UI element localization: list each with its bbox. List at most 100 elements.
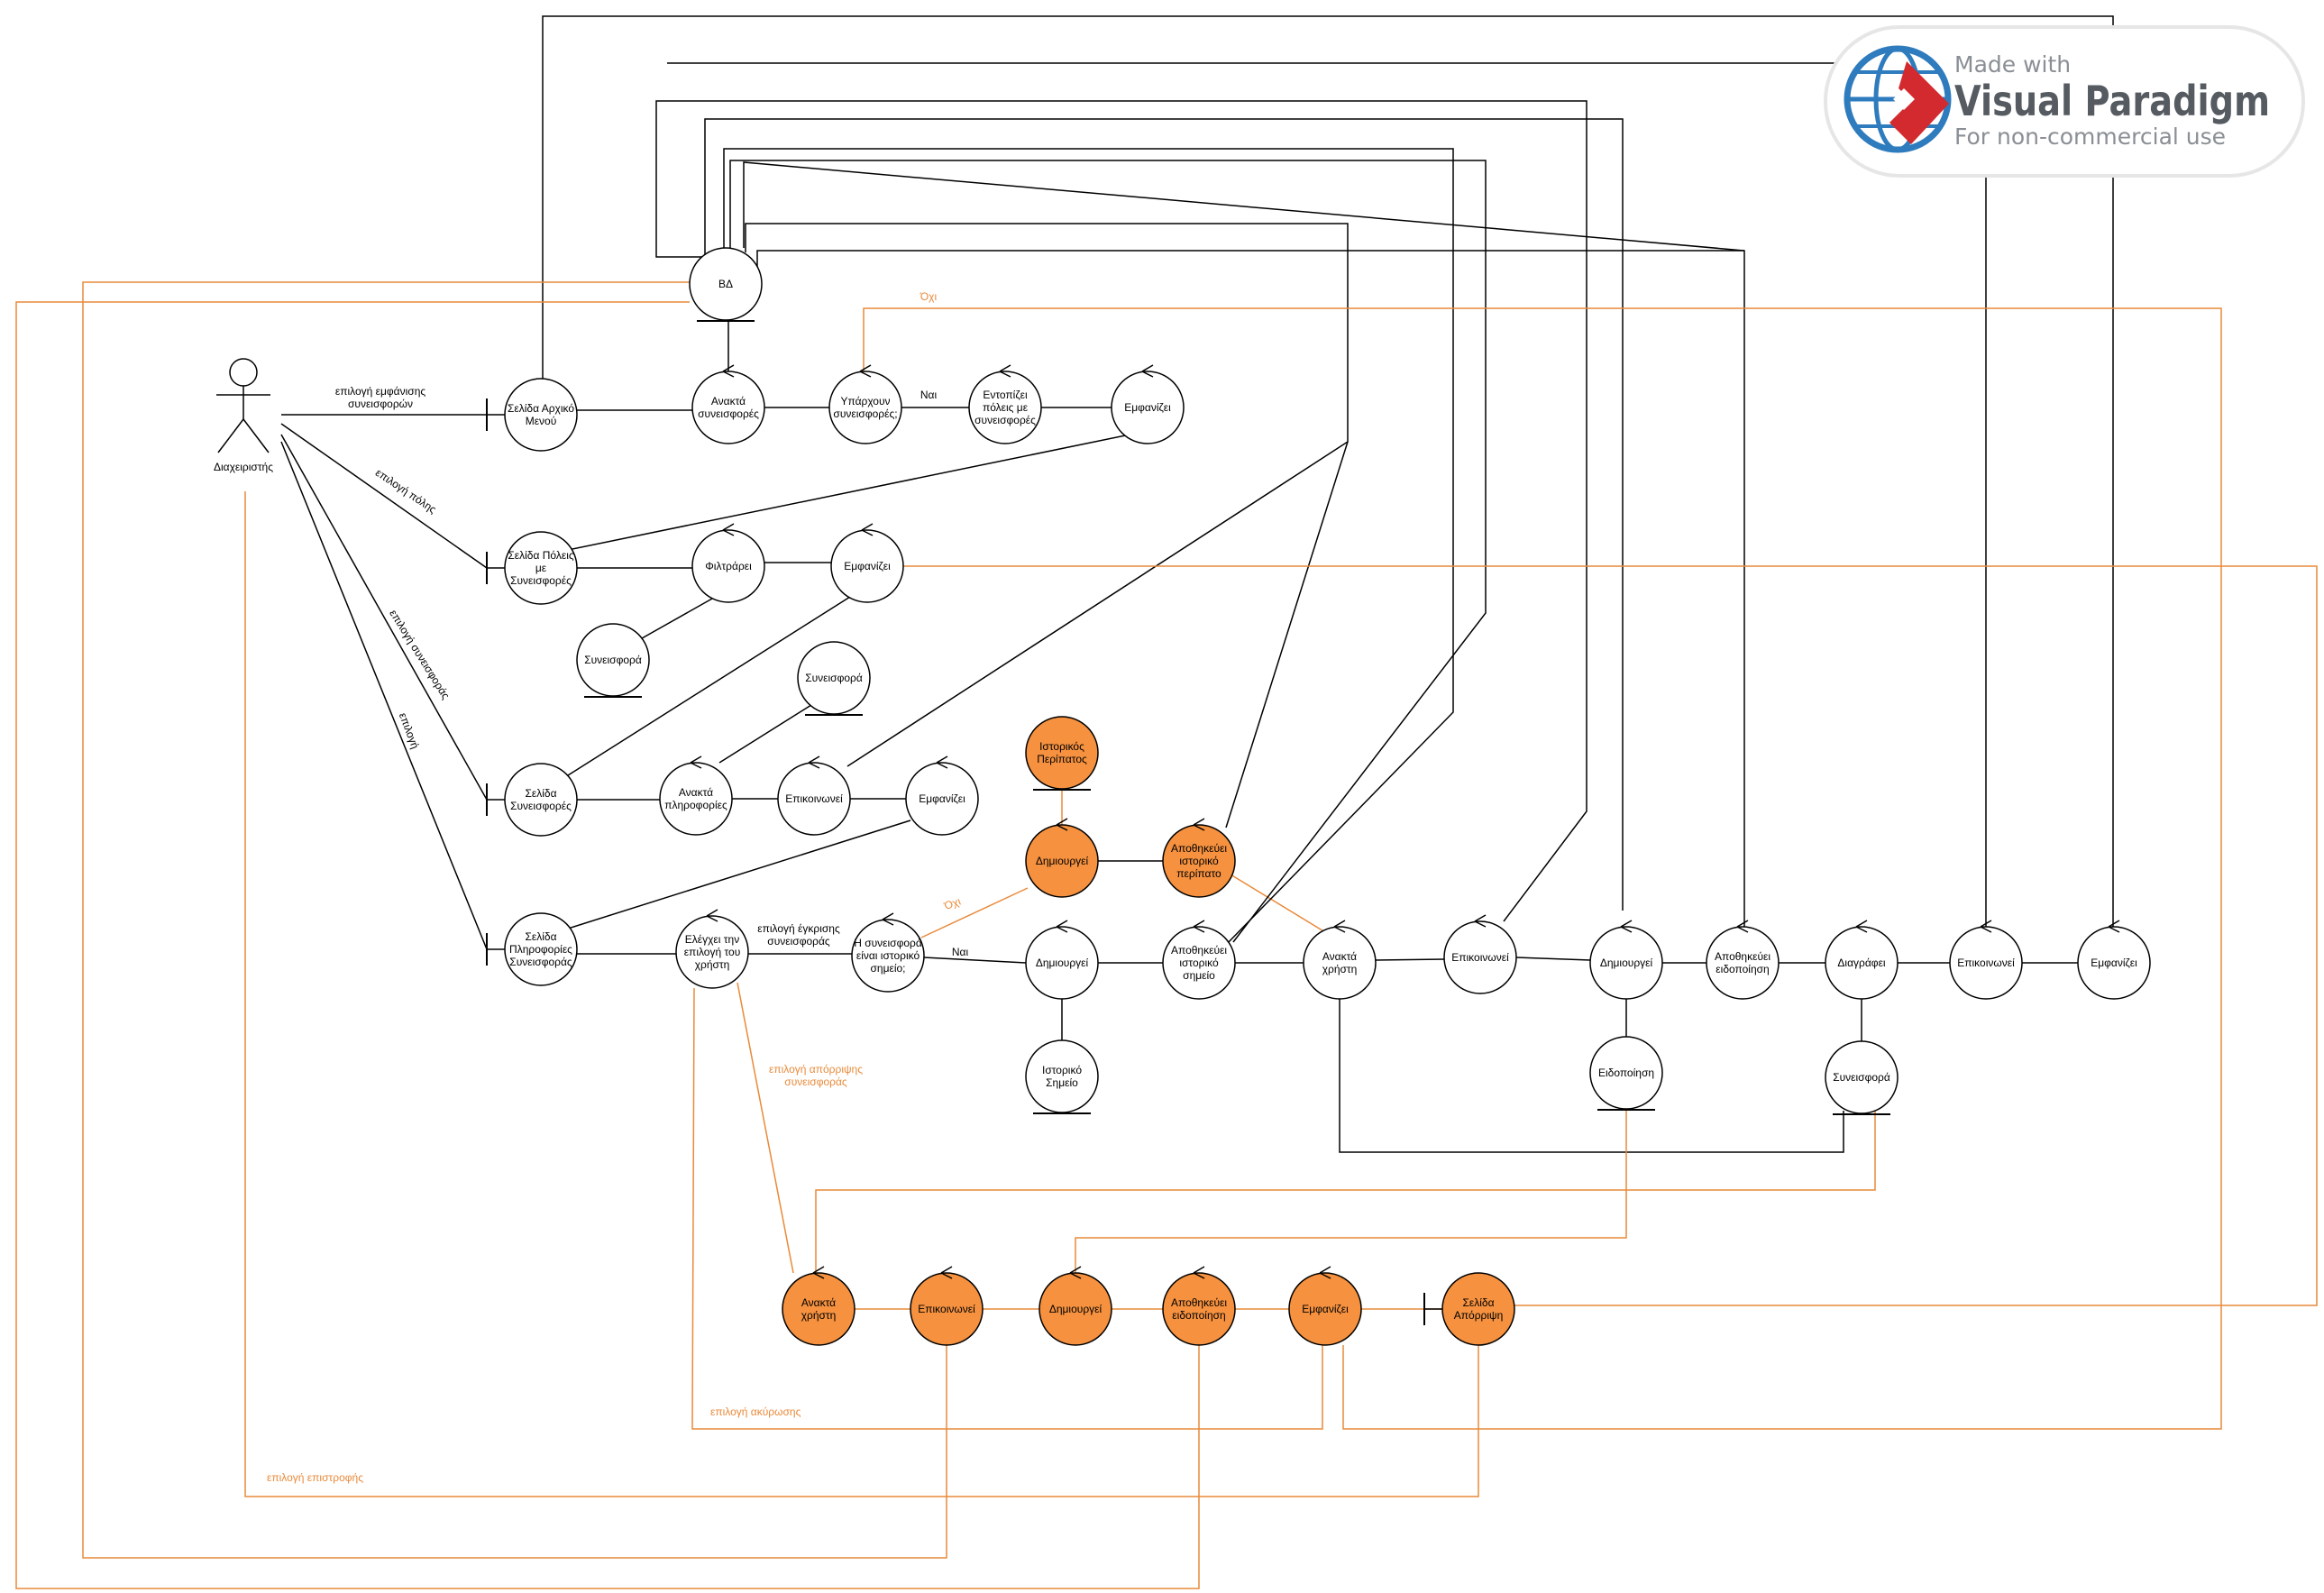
db-entity[interactable]: ΒΔ (689, 247, 763, 322)
contribution-entity-3-entity[interactable]: Συνεισφορά (1825, 1040, 1899, 1115)
connector-line (82, 281, 947, 1559)
store-point-label: Αποθηκεύει (1171, 944, 1227, 957)
display2-to-contrib-page (567, 585, 868, 776)
info-page-label: Σελίδα (525, 930, 556, 943)
connector-line (15, 301, 1200, 1589)
display-2-control[interactable]: Εμφανίζει (830, 523, 904, 603)
connector-line (923, 957, 1027, 964)
actor-administrator[interactable] (216, 358, 270, 453)
actor-label: Διαχειριστής (214, 461, 273, 473)
contrib-page-label: Συνεισφορές (510, 800, 572, 812)
check-choice-label: χρήστη (695, 958, 730, 971)
contribution-entity-1-entity[interactable]: Συνεισφορά (576, 623, 650, 698)
label-show-contributions-2: συνεισφορών (348, 398, 413, 410)
communicate-2-label: Επικοινωνεί (1451, 951, 1509, 964)
history-walk-label: Περίπατος (1037, 753, 1087, 765)
locate-cities-label: Εντοπίζει (983, 389, 1028, 401)
connector-line (1515, 957, 1591, 961)
connector-line (244, 491, 1479, 1497)
connector-line (1339, 999, 1844, 1153)
create-point-control[interactable]: Δημιουργεί (1025, 920, 1099, 1000)
store-walk-label: Αποθηκεύει (1171, 842, 1227, 855)
label-reject-2: συνεισφοράς (784, 1076, 847, 1088)
diagram-edges (15, 15, 2318, 1589)
retrieve-info-label: πληροφορίες (664, 799, 727, 811)
create-walk-control[interactable]: Δημιουργεί (1025, 818, 1099, 898)
display-1-control[interactable]: Εμφανίζει (1111, 364, 1185, 444)
communicate-2-control[interactable]: Επικοινωνεί (1443, 914, 1517, 994)
is-historic-label: σημείο; (870, 962, 905, 975)
communicate-3-control[interactable]: Επικοινωνεί (1949, 920, 2023, 1000)
history-walk-label: Ιστορικός (1039, 740, 1084, 753)
create-notif-2-control[interactable]: Δημιουργεί (1038, 1266, 1112, 1346)
notification-entity[interactable]: Ειδοποίηση (1589, 1036, 1663, 1111)
display-2-label: Εμφανίζει (844, 560, 891, 572)
communicate-1-control[interactable]: Επικοινωνεί (777, 755, 851, 836)
display3-to-info-page (567, 819, 911, 929)
label-yes-1: Ναι (920, 389, 938, 401)
communicate-4-label: Επικοινωνεί (918, 1303, 975, 1315)
globe-logo-icon (1844, 45, 1952, 153)
store-walk-label: περίπατο (1176, 867, 1221, 880)
connector-line (723, 148, 1454, 948)
contribution-entity-2-entity[interactable]: Συνεισφορά (797, 641, 871, 716)
filter-label: Φιλτράρει (705, 560, 752, 572)
store-point-label: ιστορικό (1179, 957, 1219, 969)
display-3-control[interactable]: Εμφανίζει (905, 755, 979, 836)
db-label: ΒΔ (718, 278, 733, 290)
delete-label: Διαγράφει (1837, 957, 1886, 969)
connector-line (756, 250, 1744, 269)
label-back: επιλογή επιστροφής (267, 1471, 363, 1484)
label-choose-contribution: επιλογή συνεισφοράς (387, 608, 452, 701)
retrieve-contrib-1-label: συνεισφορές (698, 407, 759, 420)
connector-line (863, 307, 2222, 1430)
store-notif-1-label: Αποθηκεύει (1715, 950, 1770, 963)
label-choose-city: επιλογή πόλης (373, 466, 439, 516)
label-choose: επιλογή (397, 711, 422, 751)
delete-control[interactable]: Διαγράφει (1825, 920, 1899, 1000)
display-4-control[interactable]: Εμφανίζει (2077, 920, 2151, 1000)
connector-line (667, 62, 1987, 927)
communicate-3-label: Επικοινωνεί (1957, 957, 2015, 969)
label-reject-1: επιλογή απόρριψης (769, 1063, 863, 1076)
locate-cities-label: πόλεις με (983, 401, 1029, 414)
info-page-label: Πληροφορίες (509, 943, 572, 956)
display-4-label: Εμφανίζει (2091, 957, 2137, 969)
cities-page-label: Σελίδα Πόλεις (508, 549, 574, 562)
create-notif-1-control[interactable]: Δημιουργεί (1589, 920, 1663, 1000)
communicate-4-control[interactable]: Επικοινωνεί (910, 1266, 984, 1346)
filter-control[interactable]: Φιλτράρει (691, 523, 765, 603)
connector-line (1230, 874, 1326, 933)
display-5-control[interactable]: Εμφανίζει (1288, 1266, 1362, 1346)
historic-point-label: Ιστορικό (1042, 1064, 1082, 1076)
connector-line (743, 161, 1745, 927)
retrieve-user-2-label: Ανακτά (801, 1296, 836, 1309)
is-historic-label: είναι ιστορικό (856, 949, 920, 962)
connector-line (542, 15, 2114, 927)
store-notif-1-label: ειδοποίηση (1716, 963, 1769, 975)
retrieve-user-2-label: χρήστη (801, 1309, 837, 1322)
connector-line (635, 598, 713, 643)
create-notif-2-label: Δημιουργεί (1049, 1303, 1103, 1315)
store-point-label: σημείο (1183, 969, 1215, 982)
check-choice-label: Ελέγχει την (685, 933, 739, 946)
